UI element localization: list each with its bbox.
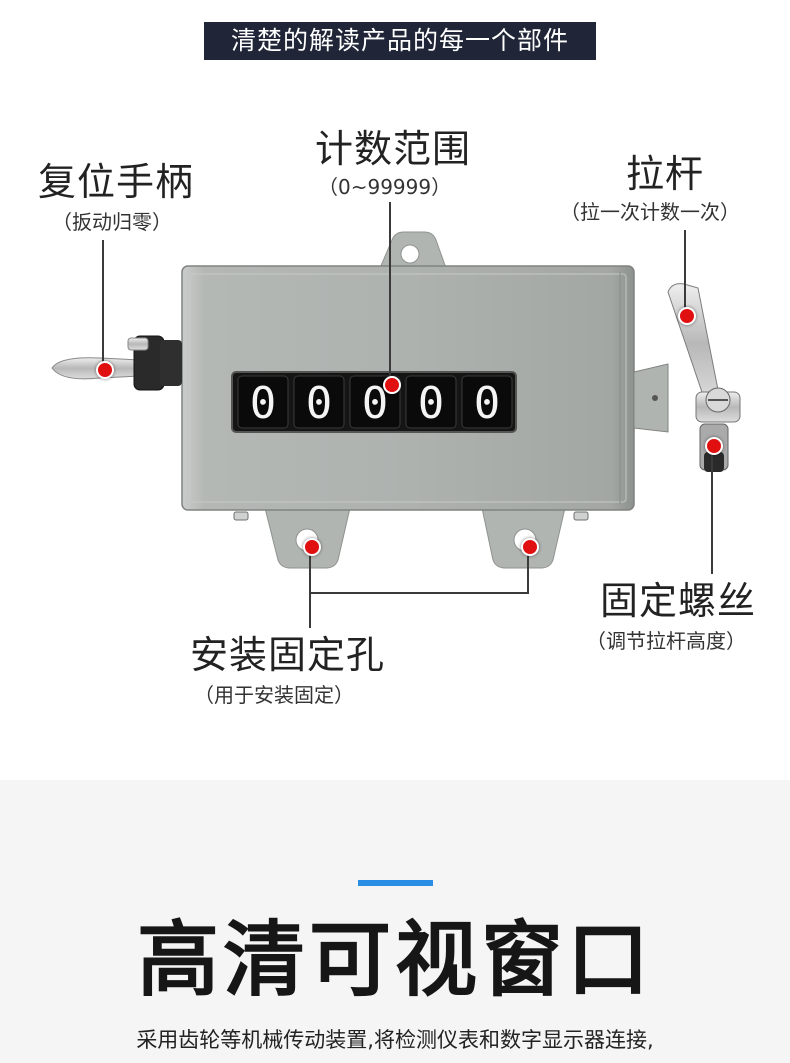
section-description: 采用齿轮等机械传动装置,将检测仪表和数字显示器连接, (136, 1028, 654, 1052)
label-count-range-note: （0~99999） (318, 175, 452, 199)
callout-line-mounting-right (527, 546, 529, 594)
marker-mounting-hole-right (521, 538, 539, 556)
digit-wheel (237, 375, 289, 429)
callout-line-mounting-stem (309, 594, 311, 628)
digit-value: 0 (418, 378, 445, 429)
header-banner: 清楚的解读产品的每一个部件 (204, 22, 596, 60)
digit-wheel (461, 375, 513, 429)
marker-pull-rod (678, 307, 696, 325)
marker-reset-handle (96, 361, 114, 379)
digit-wheel (405, 375, 457, 429)
label-reset-handle: 复位手柄 (38, 160, 195, 204)
marker-fixing-screw (705, 437, 723, 455)
digit-value: 0 (250, 378, 277, 429)
callout-line-fixing-screw (711, 446, 713, 574)
label-mounting-holes-note: （用于安装固定） (194, 683, 354, 707)
marker-mounting-hole-left (303, 538, 321, 556)
label-count-range: 计数范围 (315, 127, 472, 171)
label-fixing-screw: 固定螺丝 (600, 579, 757, 623)
label-pull-rod-note: （拉一次计数一次） (560, 200, 740, 224)
callout-line-mounting-bar (309, 592, 529, 594)
callout-line-count-range (389, 202, 391, 382)
accent-bar (358, 880, 433, 886)
label-reset-handle-note: （扳动归零） (52, 210, 172, 234)
callout-line-reset-handle (102, 240, 104, 368)
digit-value: 0 (474, 378, 501, 429)
section-title: 高清可视窗口 (136, 913, 653, 1008)
label-pull-rod: 拉杆 (626, 152, 705, 196)
marker-count-range (383, 376, 401, 394)
callout-line-pull-rod (684, 230, 686, 314)
pull-rod-arm (667, 283, 721, 405)
label-mounting-holes: 安装固定孔 (190, 633, 386, 677)
digit-wheel (293, 375, 345, 429)
callout-line-mounting-left (309, 546, 311, 594)
feature-section: 高清可视窗口 采用齿轮等机械传动装置,将检测仪表和数字显示器连接, (0, 780, 790, 1063)
digit-value: 0 (306, 378, 333, 429)
label-fixing-screw-note: （调节拉杆高度） (586, 629, 746, 653)
